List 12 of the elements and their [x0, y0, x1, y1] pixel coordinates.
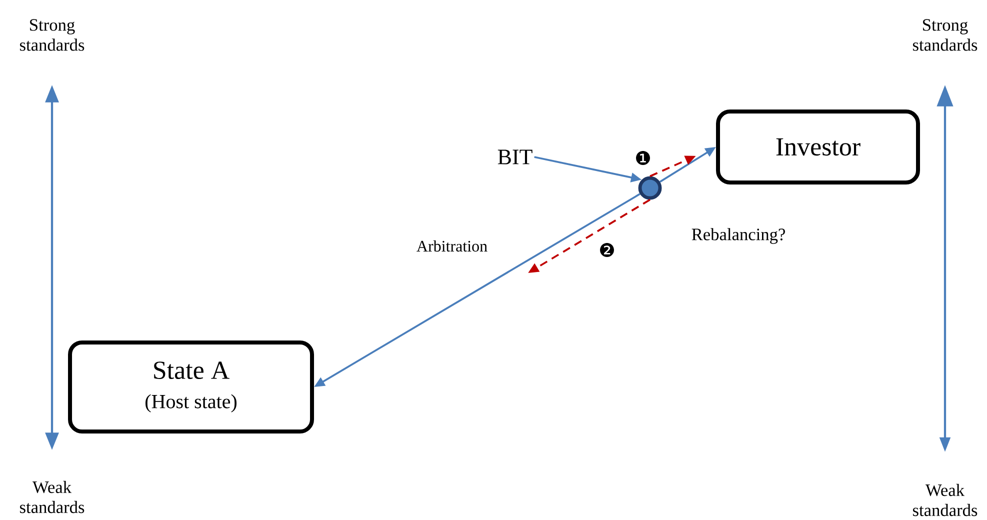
- edge-label: ❷: [597, 242, 617, 258]
- edge-label: Arbitration: [415, 239, 489, 253]
- text-label: Weak standards: [20, 480, 84, 514]
- text-label: Strong standards: [912, 19, 978, 51]
- text-label: Strong standards: [20, 19, 84, 51]
- edge-label: ❶: [633, 150, 653, 166]
- rounded-box: State A (Host state): [68, 340, 314, 434]
- rounded-box: Investor: [716, 110, 920, 184]
- text-label: Weak standards: [912, 484, 978, 516]
- text-label: BIT: [498, 150, 532, 164]
- text-label: Rebalancing?: [692, 228, 785, 244]
- marker-circle: [638, 176, 662, 200]
